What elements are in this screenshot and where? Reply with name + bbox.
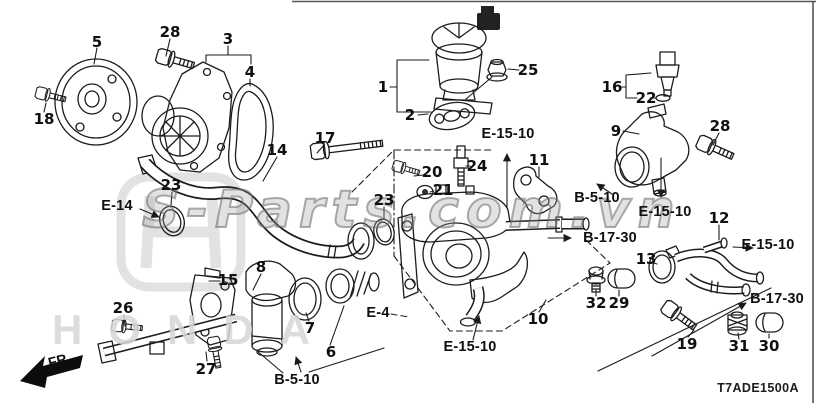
water-pump-illustration <box>141 61 233 173</box>
part-callout-7: 7 <box>304 319 316 337</box>
part-callout-12: 12 <box>708 209 730 227</box>
joint-pipe-illustration <box>648 237 765 297</box>
part-callout-8: 8 <box>255 258 267 276</box>
gasket-11-illustration <box>512 166 558 215</box>
egr-gasket-illustration <box>428 101 476 131</box>
part-callout-23: 23 <box>160 176 182 194</box>
part-callout-21: 21 <box>432 181 454 199</box>
site-watermark: S-Parts.com.vn <box>141 179 682 241</box>
ref-label-b-17-30: B-17-30 <box>583 230 637 246</box>
bracket-15-illustration <box>97 267 238 364</box>
leader-lines <box>43 38 772 374</box>
egr-valve-illustration <box>431 6 500 115</box>
water-passage-illustration <box>397 184 590 327</box>
honda-text-watermark: HONDA <box>52 306 336 353</box>
part-callout-30: 30 <box>758 337 780 355</box>
part-callout-25: 25 <box>517 61 539 79</box>
ref-label-e-15-10: E-15-10 <box>481 126 535 142</box>
part-callout-31: 31 <box>728 337 750 355</box>
thermostat-cover-illustration <box>245 260 297 357</box>
stud-24-illustration <box>453 145 469 187</box>
diagram-code: T7ADE1500A <box>717 381 799 395</box>
ref-label-e-14: E-14 <box>101 198 133 214</box>
ref-label-e-4: E-4 <box>366 305 390 321</box>
ref-label-e-15-10: E-15-10 <box>741 237 795 253</box>
ref-label-e-15-10: E-15-10 <box>443 339 497 355</box>
seal-ring-7-illustration <box>288 277 322 321</box>
honda-emblem-watermark <box>116 172 246 292</box>
part-callout-10: 10 <box>527 310 549 328</box>
part-callout-22: 22 <box>635 89 657 107</box>
fr-arrow-icon <box>20 355 83 388</box>
pulley-illustration <box>54 58 138 146</box>
part-callout-23: 23 <box>373 191 395 209</box>
bolt-17-illustration <box>309 139 384 161</box>
ref-label-e-15-10: E-15-10 <box>638 204 692 220</box>
pump-gasket-illustration <box>227 82 274 181</box>
part-callout-29: 29 <box>608 294 630 312</box>
scan-border <box>292 0 816 403</box>
part-callout-27: 27 <box>195 360 217 378</box>
ref-label-b-5-10: B-5-10 <box>274 372 320 388</box>
part-callout-19: 19 <box>676 335 698 353</box>
part-callout-18: 18 <box>33 110 55 128</box>
part-callout-24: 24 <box>466 157 488 175</box>
cap-30-illustration <box>755 312 784 333</box>
part-callout-28: 28 <box>709 117 731 135</box>
thermostat-illustration <box>325 268 380 304</box>
ref-label-b-5-10: B-5-10 <box>574 190 620 206</box>
part-callout-16: 16 <box>601 78 623 96</box>
part-callout-17: 17 <box>314 129 336 147</box>
part-callout-11: 11 <box>528 151 550 169</box>
sensor-16-illustration <box>655 51 680 102</box>
part-callout-13: 13 <box>635 250 657 268</box>
part-callout-14: 14 <box>266 141 288 159</box>
part-callout-20: 20 <box>421 163 443 181</box>
part-callout-15: 15 <box>217 271 239 289</box>
ref-label-b-17-30: B-17-30 <box>750 291 804 307</box>
part-callout-2: 2 <box>404 106 416 124</box>
sensor-31-illustration <box>727 311 748 336</box>
cap-29-illustration <box>607 268 636 289</box>
o-ring-23-left-illustration <box>159 205 185 237</box>
part-callout-3: 3 <box>222 30 234 48</box>
part-callout-9: 9 <box>610 122 622 140</box>
bolt-32-illustration <box>586 266 606 293</box>
part-callout-4: 4 <box>244 63 256 81</box>
nut-25-illustration <box>486 58 508 82</box>
part-callout-26: 26 <box>112 299 134 317</box>
part-callout-1: 1 <box>377 78 389 96</box>
hose-14-illustration <box>137 154 375 260</box>
part-callout-5: 5 <box>91 33 103 51</box>
part-callout-28: 28 <box>159 23 181 41</box>
part-callout-6: 6 <box>325 343 337 361</box>
part-callout-32: 32 <box>585 294 607 312</box>
